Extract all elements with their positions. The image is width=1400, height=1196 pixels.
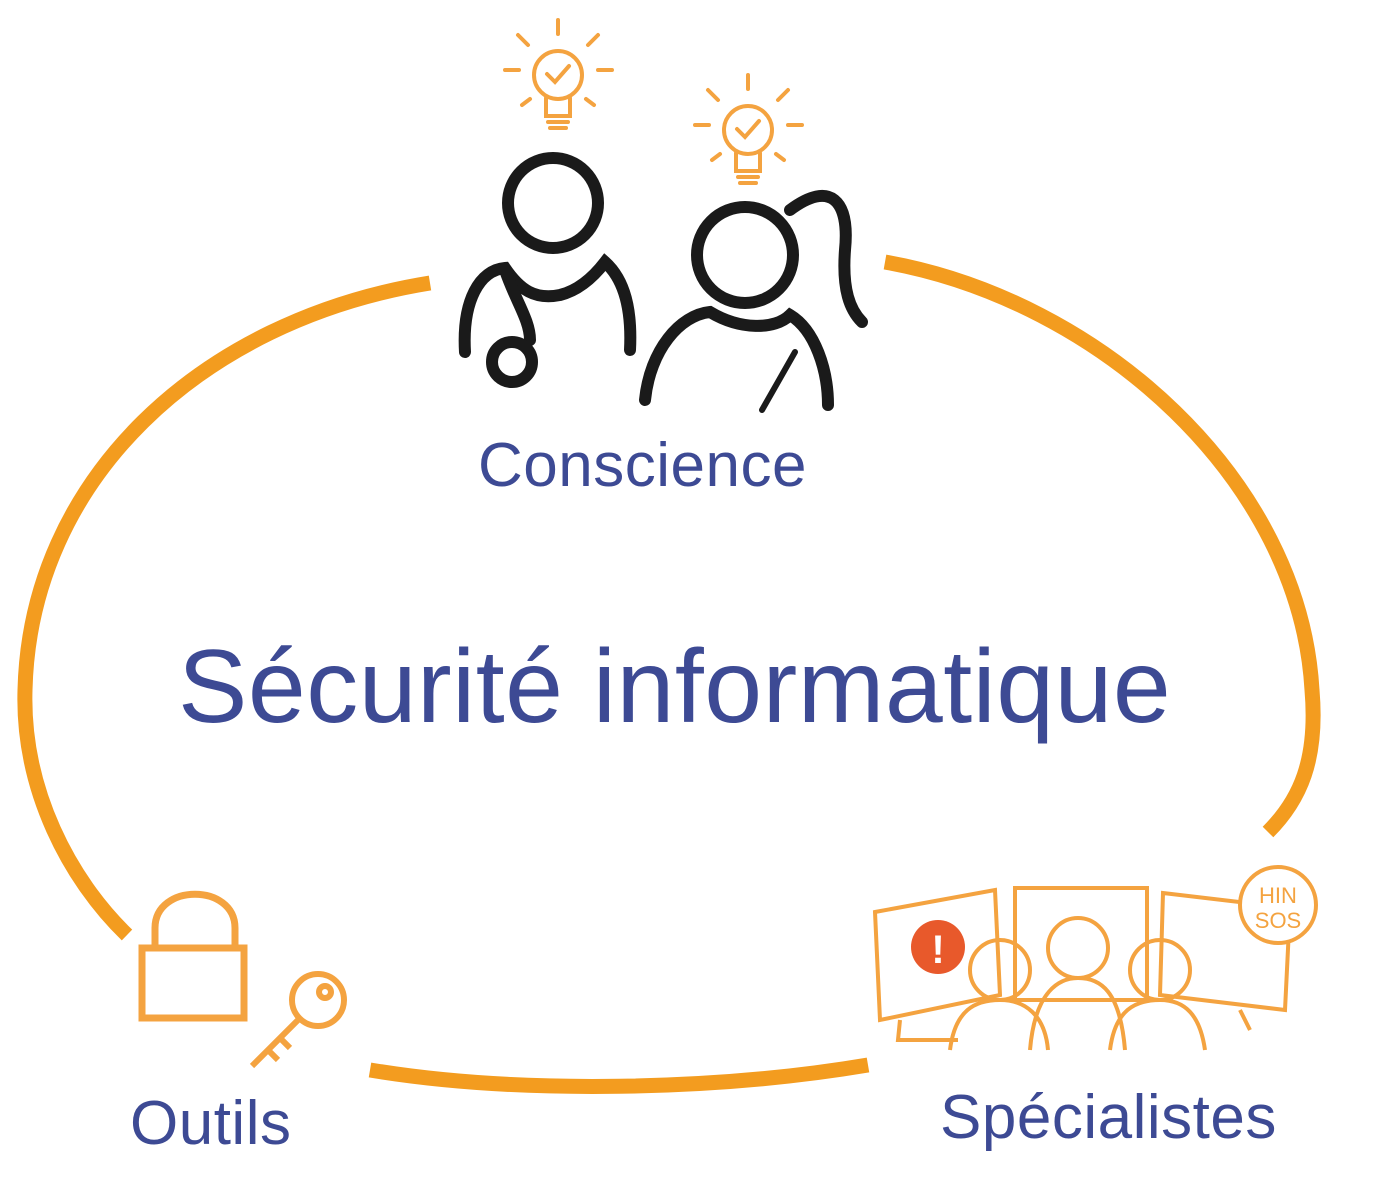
padlock-icon <box>138 890 248 1022</box>
alert-symbol: ! <box>931 928 944 972</box>
key-icon <box>249 971 347 1069</box>
ring-arc-left <box>17 275 432 941</box>
badge-line-1: HIN <box>1259 883 1297 908</box>
diagram-title: Sécurité informatique <box>178 629 1172 745</box>
monitor-icon <box>872 887 1003 1042</box>
label-tools: Outils <box>130 1089 292 1158</box>
label-specialists: Spécialistes <box>940 1083 1277 1152</box>
ring-arc-bottom <box>368 1057 870 1094</box>
lightbulb-icon <box>693 73 804 185</box>
monitor-icon <box>1013 886 1149 1002</box>
hin-sos-badge <box>1238 865 1318 945</box>
ring-arc-right <box>883 254 1321 838</box>
doctor-figure-icon <box>458 152 637 388</box>
specialists-illustration <box>872 865 1318 1051</box>
alert-icon <box>911 920 965 974</box>
headset-person-icon <box>1046 916 1110 980</box>
badge-line-2: SOS <box>1255 908 1301 933</box>
nurse-figure-icon <box>639 189 868 413</box>
cycle-ring <box>17 254 1321 1094</box>
lightbulb-icon <box>503 18 614 130</box>
label-awareness: Conscience <box>478 431 807 500</box>
